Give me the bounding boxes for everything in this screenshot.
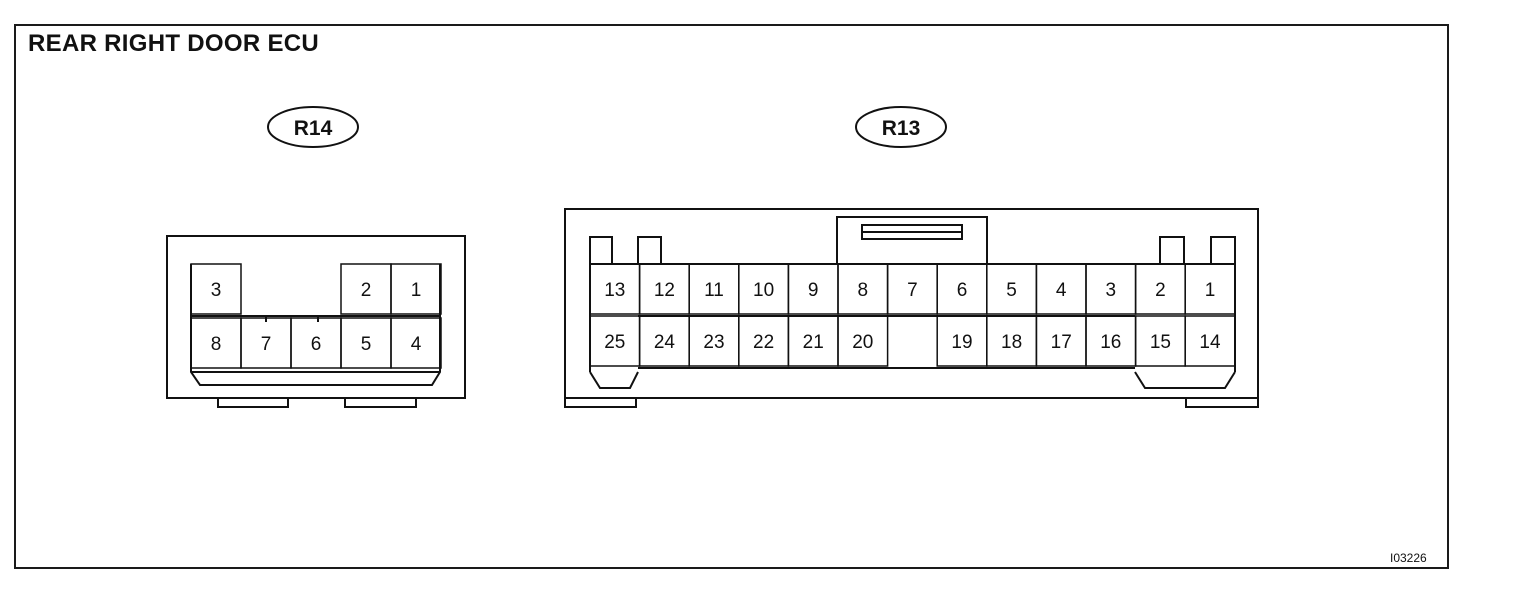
pin-number: 3 — [1106, 280, 1117, 301]
pin-number: 8 — [858, 280, 869, 301]
pin-number: 8 — [211, 334, 222, 355]
pin-cavity — [390, 317, 442, 369]
pin-number: 6 — [311, 334, 322, 355]
pin-cavity — [190, 263, 242, 315]
diagram-frame — [14, 24, 1449, 569]
pin-cavity — [1184, 263, 1236, 315]
pin-number: 18 — [1001, 332, 1022, 353]
pin-number: 16 — [1100, 332, 1121, 353]
pin-number: 20 — [852, 332, 873, 353]
pin-number: 1 — [411, 280, 422, 301]
pin-number: 3 — [211, 280, 222, 301]
diagram-title: REAR RIGHT DOOR ECU — [28, 30, 320, 57]
connector-housing-r13 — [564, 208, 1259, 408]
pin-number: 25 — [604, 332, 625, 353]
pin-number: 13 — [604, 280, 625, 301]
pin-number: 7 — [907, 280, 918, 301]
pin-number: 23 — [703, 332, 724, 353]
pin-number: 12 — [654, 280, 675, 301]
pin-number: 6 — [957, 280, 968, 301]
pin-number: 9 — [808, 280, 819, 301]
connector-label-r14: R14 — [267, 106, 359, 148]
pin-number: 22 — [753, 332, 774, 353]
pin-cavity — [837, 315, 889, 367]
connector-label-r13: R13 — [855, 106, 947, 148]
pin-number: 2 — [1155, 280, 1166, 301]
pin-number: 1 — [1205, 280, 1216, 301]
pin-number: 7 — [261, 334, 272, 355]
pin-number: 10 — [753, 280, 774, 301]
connector-label-r13-text: R13 — [882, 117, 921, 140]
pin-number: 5 — [1006, 280, 1017, 301]
pin-number: 17 — [1051, 332, 1072, 353]
pin-number: 15 — [1150, 332, 1171, 353]
connector-housing-r14 — [166, 235, 466, 408]
pin-number: 11 — [704, 280, 724, 301]
r14-pin-cavities: 3 2 1 8 7 6 5 4 — [190, 263, 442, 369]
pin-number: 4 — [1056, 280, 1067, 301]
pin-cavity — [390, 263, 442, 315]
pin-cavity — [1184, 315, 1236, 367]
pin-number: 14 — [1199, 332, 1221, 353]
connector-label-r14-text: R14 — [294, 117, 333, 140]
pin-number: 24 — [654, 332, 676, 353]
pin-number: 5 — [361, 334, 372, 355]
pin-number: 21 — [803, 332, 824, 353]
figure-id: I03226 — [1390, 551, 1427, 565]
pin-number: 4 — [411, 334, 422, 355]
pin-number: 19 — [951, 332, 972, 353]
pin-number: 2 — [361, 280, 372, 301]
